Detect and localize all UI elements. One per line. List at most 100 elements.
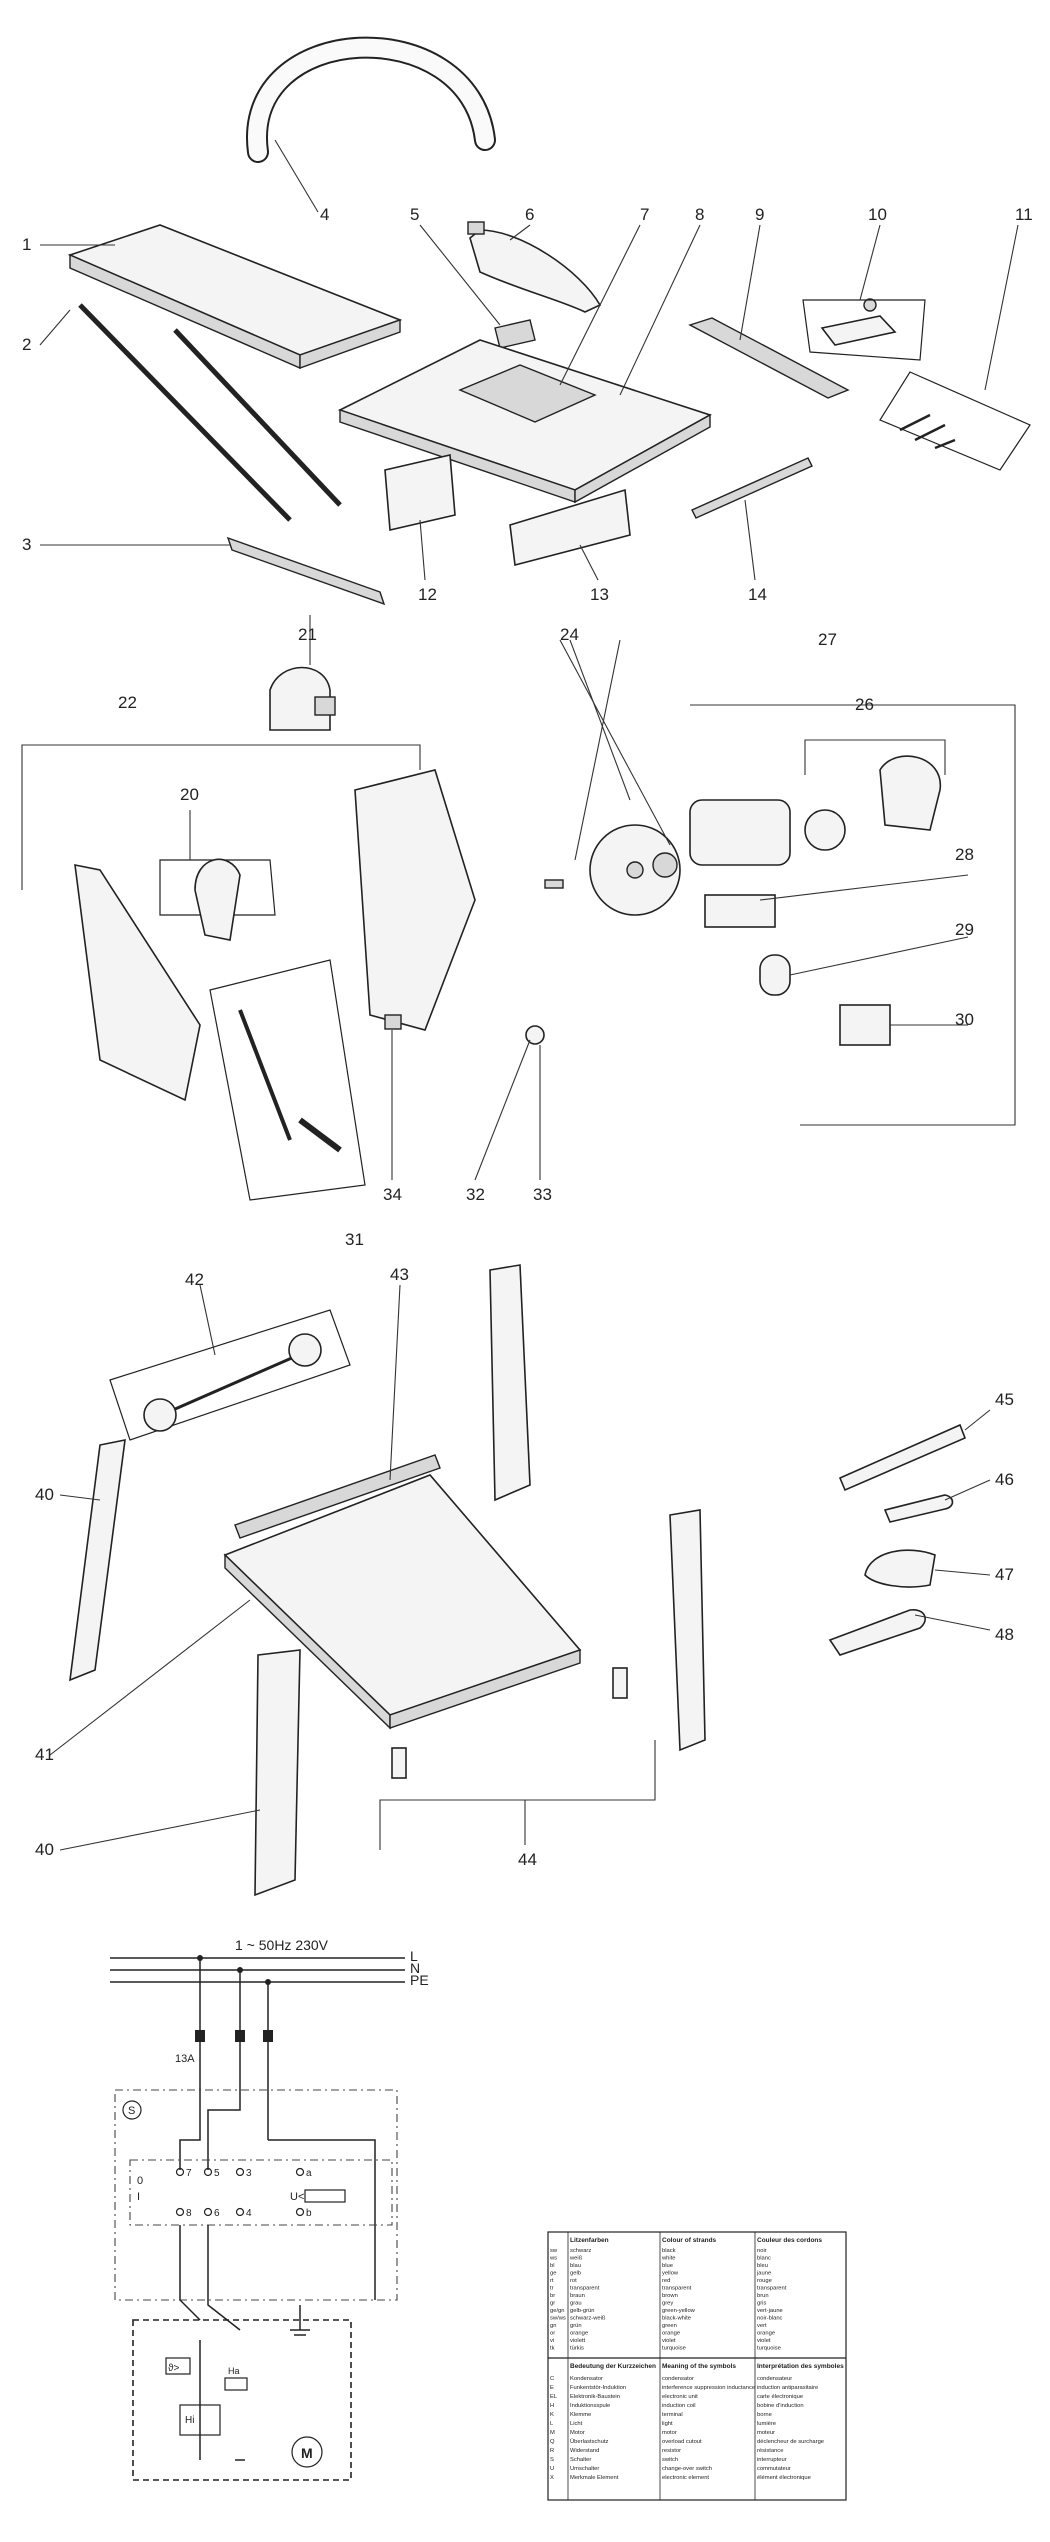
legend-cell: Licht: [570, 2421, 583, 2427]
fence-clamp-knob: [863, 298, 877, 312]
legend-header: Meaning of the symbols: [662, 2363, 736, 2370]
callout-c10: 10: [868, 205, 887, 224]
pivot-bracket: [194, 858, 241, 941]
thermal-cutout: [165, 2357, 191, 2375]
callout-c5: 5: [410, 205, 419, 224]
legend-cell: sw/ws: [550, 2316, 566, 2322]
legend-cell: weiß: [569, 2256, 583, 2262]
blade-guard-cap: [467, 221, 485, 235]
callout-c29: 29: [955, 920, 974, 939]
legend-cell: vert-jaune: [757, 2308, 783, 2314]
legend-header: Colour of strands: [662, 2237, 717, 2244]
switch-label: S: [128, 2105, 135, 2117]
thermal-label: ϑ>: [168, 2363, 179, 2374]
legend-cell: Schalter: [570, 2457, 591, 2463]
callout-c12: 12: [418, 585, 437, 604]
motor-label: M: [301, 2445, 313, 2461]
callout-c20: 20: [180, 785, 199, 804]
legend-cell: or: [550, 2331, 555, 2337]
legend-cell: electronic element: [662, 2475, 709, 2481]
callout-c11: 11: [1015, 205, 1033, 224]
legend-cell: red: [662, 2278, 670, 2284]
callout-c31: 31: [345, 1230, 364, 1249]
legend-cell: braun: [570, 2293, 585, 2299]
fence-clamp-group-box: [802, 299, 926, 361]
legend-cell: vert: [757, 2323, 767, 2329]
legend-cell: interrupteur: [757, 2457, 787, 2463]
aux-winding: [179, 2404, 221, 2436]
legend-frame: [547, 2231, 847, 2501]
fence-clamp: [820, 315, 897, 346]
motor-symbol: [291, 2436, 323, 2468]
legend-cell: transparent: [662, 2286, 692, 2292]
legend-cell: bleu: [757, 2263, 768, 2269]
connecting-bar: [226, 536, 386, 606]
legend-cell: EL: [550, 2394, 558, 2400]
legend-cell: violet: [757, 2338, 771, 2344]
table-side-panel-left: [384, 454, 456, 531]
legend-cell: M: [550, 2430, 555, 2436]
stand-leg-rear: [489, 1264, 531, 1502]
wrench-large: [828, 1609, 926, 1656]
fuse-plug-N: [235, 2030, 245, 2042]
legend-cell: R: [550, 2448, 554, 2454]
slide-block: [384, 1014, 402, 1030]
legend-cell: condensateur: [757, 2376, 792, 2382]
wrench-small: [883, 1494, 954, 1523]
rip-fence: [688, 317, 850, 399]
main-winding-label: Ha: [228, 2366, 240, 2376]
stand-leg-left: [69, 1438, 126, 1682]
legend-cell: interference suppression inductance: [662, 2385, 755, 2391]
legend-cell: noir: [757, 2248, 767, 2254]
switch-contact-label: b: [306, 2208, 312, 2219]
callout-c45: 45: [995, 1390, 1014, 1409]
legend-cell: yellow: [662, 2271, 679, 2277]
legend-cell: gris: [757, 2301, 766, 2307]
mitre-gauge: [864, 1549, 936, 1588]
legend-cell: Überlastschutz: [570, 2438, 608, 2445]
callout-c28: 28: [955, 845, 974, 864]
legend-cell: orange: [570, 2331, 588, 2337]
wheel-right: [288, 1333, 322, 1367]
fuse-label: 13A: [175, 2053, 195, 2065]
legend-cell: turquoise: [757, 2346, 781, 2352]
legend-cell: Klemme: [570, 2412, 591, 2418]
callout-c40a: 40: [35, 1485, 54, 1504]
callout-c7: 7: [640, 205, 649, 224]
callout-c33: 33: [533, 1185, 552, 1204]
callout-c46: 46: [995, 1470, 1014, 1489]
switch-contact: [175, 2167, 185, 2177]
legend-cell: moteur: [757, 2430, 775, 2436]
callout-c27: 27: [818, 630, 837, 649]
bracket: [494, 319, 536, 349]
legend-cell: gr: [550, 2301, 555, 2307]
switch-contact-label: 5: [214, 2168, 220, 2179]
legend-header: Interprétation des symboles: [757, 2363, 844, 2370]
switch-contact-label: 6: [214, 2208, 220, 2219]
push-stick: [838, 1423, 967, 1492]
dust-hose-inner: [248, 38, 494, 161]
support-strut-right: [173, 328, 342, 507]
group-20-box: [159, 859, 276, 916]
legend-cell: green: [662, 2323, 677, 2329]
legend-cell: induction coil: [662, 2403, 696, 2409]
legend-cell: Q: [550, 2439, 555, 2445]
legend-cell: overload cutout: [662, 2439, 702, 2445]
legend-cell: Umschalter: [570, 2466, 599, 2472]
motor: [689, 799, 791, 866]
legend-cell: E: [550, 2385, 554, 2391]
legend-cell: déclencheur de surcharge: [757, 2439, 824, 2445]
legend-cell: lumière: [757, 2421, 776, 2427]
legend-cell: rouge: [757, 2278, 772, 2284]
legend-cell: sw: [550, 2248, 558, 2254]
legend-cell: gelb-grün: [570, 2308, 595, 2314]
switch-box: [114, 2089, 398, 2301]
legend-cell: H: [550, 2403, 554, 2409]
legend-cell: violet: [662, 2338, 676, 2344]
legend-cell: ge/gn: [550, 2308, 565, 2314]
legend-cell: bl: [550, 2263, 555, 2269]
legend-cell: schwarz-weiß: [570, 2316, 606, 2322]
legend-header: Bedeutung der Kurzzeichen: [570, 2363, 656, 2370]
